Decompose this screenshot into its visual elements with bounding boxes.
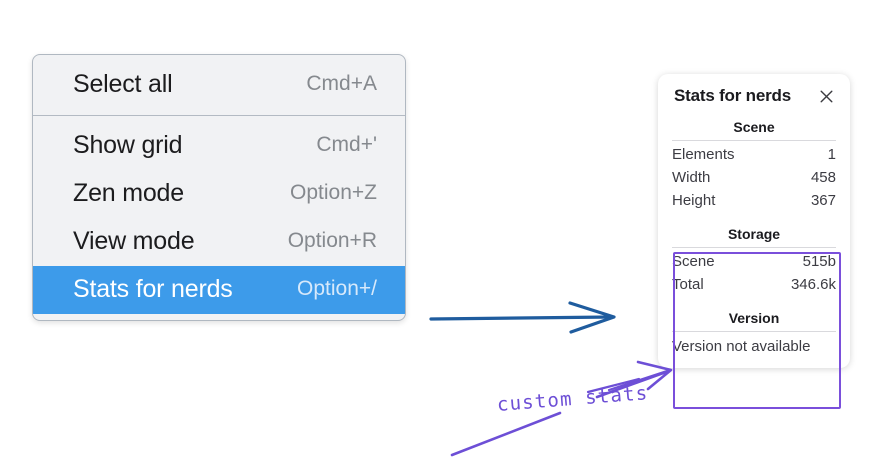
stat-value: 1	[827, 146, 836, 163]
stat-key: Height	[672, 192, 716, 209]
stat-row: Width 458	[672, 166, 836, 189]
menu-item-shortcut: Option+Z	[290, 181, 377, 204]
menu-item-show-grid[interactable]: Show grid Cmd+'	[33, 122, 405, 170]
purple-underline-stroke	[450, 411, 562, 457]
stat-key: Scene	[672, 253, 715, 270]
handwritten-annotation-label: custom stats	[496, 382, 650, 416]
section-title: Storage	[727, 226, 781, 242]
menu-item-shortcut: Cmd+A	[306, 72, 377, 95]
stat-row: Scene 515b	[672, 250, 836, 273]
section-divider	[672, 140, 836, 141]
menu-group-2: Show grid Cmd+' Zen mode Option+Z View m…	[33, 115, 405, 320]
stat-key: Elements	[672, 146, 735, 163]
version-value: Version not available	[672, 338, 811, 355]
menu-group-1: Select all Cmd+A	[33, 55, 405, 115]
section-title: Scene	[733, 119, 775, 135]
menu-item-label: Show grid	[73, 130, 183, 159]
section-version: Version Version not available	[658, 296, 850, 356]
menu-item-view-mode[interactable]: View mode Option+R	[33, 218, 405, 266]
menu-item-label: View mode	[73, 226, 195, 255]
menu-item-label: Stats for nerds	[73, 274, 233, 303]
menu-item-shortcut: Option+R	[287, 229, 377, 252]
section-storage: Storage Scene 515b Total 346.6k	[658, 212, 850, 296]
section-scene: Scene Elements 1 Width 458 Height 367	[658, 114, 850, 212]
menu-item-shortcut: Cmd+'	[316, 133, 377, 156]
stat-key: Total	[672, 276, 704, 293]
menu-item-label: Select all	[73, 69, 173, 98]
panel-title: Stats for nerds	[674, 86, 791, 105]
section-divider	[672, 331, 836, 332]
menu-item-zen-mode[interactable]: Zen mode Option+Z	[33, 170, 405, 218]
stat-row: Elements 1	[672, 143, 836, 166]
stat-value: 515b	[802, 253, 836, 270]
section-title: Version	[728, 310, 780, 326]
menu-item-stats-for-nerds[interactable]: Stats for nerds Option+/	[33, 266, 405, 314]
blue-arrow-icon	[429, 301, 616, 334]
stat-value: 346.6k	[790, 276, 836, 293]
menu-item-shortcut: Option+/	[297, 277, 377, 300]
stats-for-nerds-panel: Stats for nerds Scene Elements 1 Width 4…	[658, 74, 850, 409]
stat-value: 367	[810, 192, 836, 209]
stat-row: Height 367	[672, 189, 836, 212]
close-icon[interactable]	[816, 86, 836, 106]
menu-item-label: Zen mode	[73, 178, 184, 207]
stats-panel-header: Stats for nerds	[658, 84, 850, 114]
stat-row: Total 346.6k	[672, 273, 836, 296]
menu-item-select-all[interactable]: Select all Cmd+A	[33, 61, 405, 109]
stat-value: 458	[810, 169, 836, 186]
section-divider	[672, 247, 836, 248]
context-menu[interactable]: Select all Cmd+A Show grid Cmd+' Zen mod…	[32, 54, 406, 321]
stat-key: Width	[672, 169, 711, 186]
